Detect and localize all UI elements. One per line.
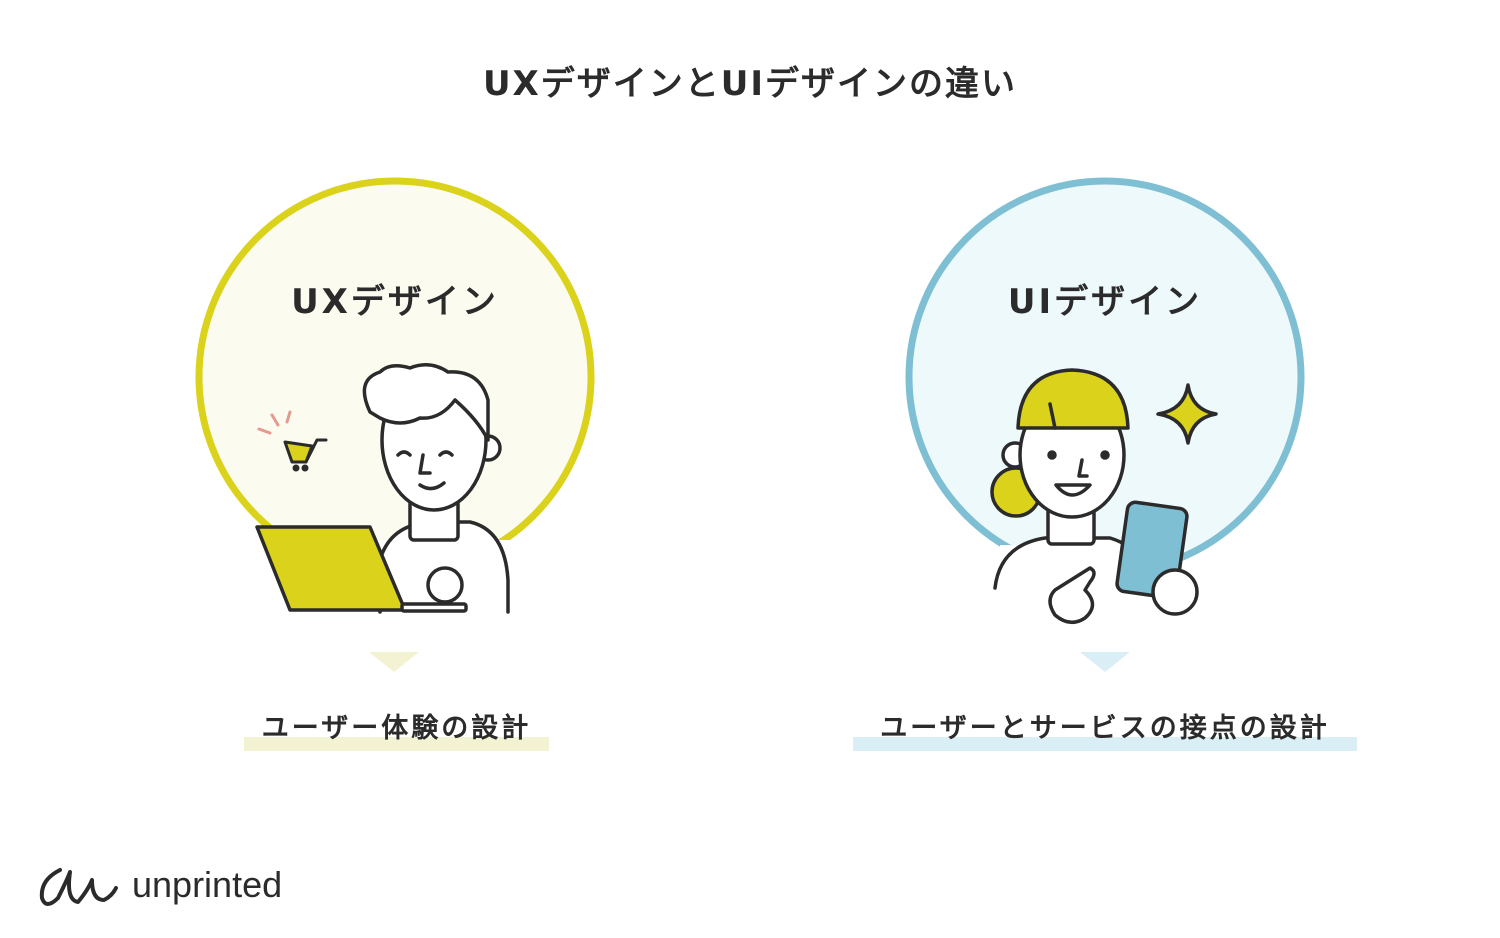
cart-icon [283, 438, 328, 472]
ux-caption: ユーザー体験の設計 [244, 706, 549, 751]
ux-caption-text: ユーザー体験の設計 [261, 713, 532, 744]
ux-person-illustration [255, 363, 510, 620]
page-title: UXデザインとUIデザインの違い [482, 64, 1018, 104]
sparkle-lines-icon [257, 410, 292, 435]
ui-arrow [1080, 652, 1130, 672]
logo-text: unprinted [132, 864, 283, 905]
ux-heading: UXデザイン [291, 282, 499, 322]
ux-arrow [369, 652, 419, 672]
ui-caption-text: ユーザーとサービスの接点の設計 [880, 713, 1330, 744]
ui-caption-highlight [853, 737, 1357, 751]
logo-mark [39, 868, 118, 906]
ui-caption: ユーザーとサービスの接点の設計 [853, 706, 1357, 751]
ui-heading: UIデザイン [1007, 282, 1203, 322]
logo: unprinted [126, 864, 282, 906]
ui-person-illustration [990, 368, 1199, 625]
ux-caption-highlight [244, 737, 549, 751]
star-icon [1156, 383, 1218, 445]
